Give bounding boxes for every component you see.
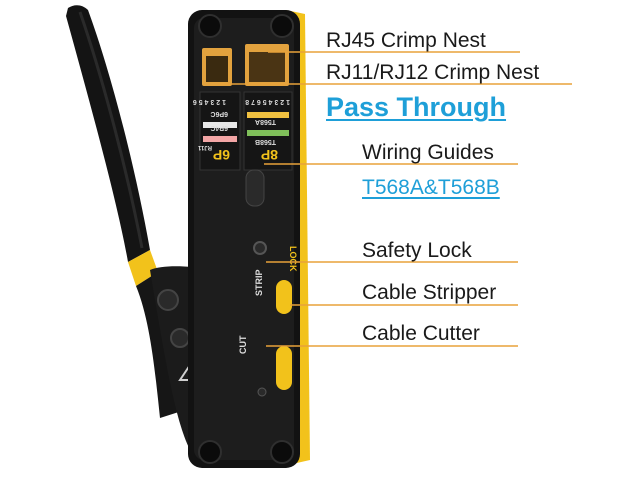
wiring-guide-panel: 1 2 3 4 5 6 1 2 3 4 5 6 7 8 T568A T568B … [193, 91, 293, 171]
safety-lock-mechanism: LOCK [245, 169, 298, 272]
rj45-crimp-nest-label: RJ45 Crimp Nest [326, 29, 486, 52]
6p4c-marking: 6P4C [210, 124, 228, 131]
safety-lock-label: Safety Lock [362, 239, 472, 262]
cable-stripper-label: Cable Stripper [362, 281, 497, 304]
cable-cutter-label: Cable Cutter [362, 322, 480, 345]
wiring-guides-label: Wiring Guides [362, 141, 494, 164]
pin-numbers-8: 1 2 3 4 5 6 7 8 [245, 98, 290, 105]
pin-numbers-6: 1 2 3 4 5 6 [193, 98, 226, 105]
t568a-marking: T568A [255, 118, 276, 125]
6p6c-marking: 6P6C [210, 110, 228, 117]
8p-marking: 8P [261, 147, 278, 163]
pass-through-label: Pass Through [326, 92, 507, 122]
6p-marking: 6P [213, 147, 230, 163]
lock-marking: LOCK [288, 246, 298, 272]
wiring-standards-label: T568A&T568B [362, 176, 500, 199]
rj11-marking: RJ11 [197, 144, 212, 150]
cut-marking: CUT [238, 335, 248, 354]
t568b-marking: T568B [255, 138, 276, 145]
strip-marking: STRIP [254, 269, 264, 296]
rj11-rj12-crimp-nest-label: RJ11/RJ12 Crimp Nest [326, 61, 540, 84]
cable-stripper-slot: STRIP [254, 269, 292, 314]
cable-cutter-slot: CUT [238, 335, 292, 397]
crimp-nests [202, 44, 289, 86]
leader-lines [220, 51, 572, 347]
